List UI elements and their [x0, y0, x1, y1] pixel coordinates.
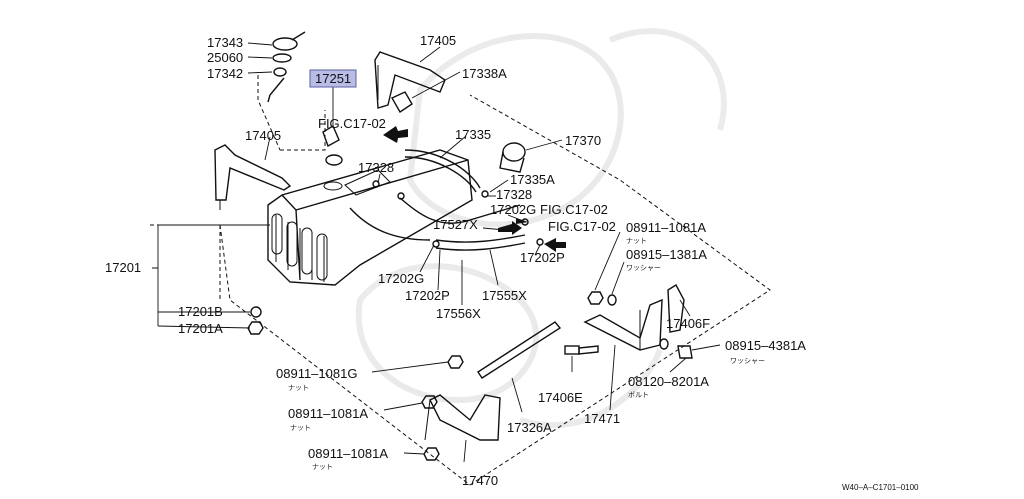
label-08911-1081A-3: 08911–1081A	[308, 446, 388, 461]
label-17338A: 17338A	[462, 66, 507, 81]
label-17527X: 17527X	[433, 217, 478, 232]
fuel-hoses	[349, 149, 526, 251]
label-08911-1081G: 08911–1081G	[276, 366, 357, 381]
label-08911-1081A-2: 08911–1081A	[288, 406, 368, 421]
label-fig-c17-02-c: FIG.C17-02	[548, 219, 616, 234]
label-washer-right: ワッシャー	[626, 264, 661, 272]
tank-strap-17470	[424, 394, 501, 441]
label-17202G-right: 17202G	[490, 202, 536, 217]
part-labels: 17343 25060 17342 17251 FIG.C17-02 17405…	[105, 33, 919, 492]
label-17405-top: 17405	[420, 33, 456, 48]
label-08915-4381A: 08915–4381A	[725, 338, 806, 353]
label-17555X: 17555X	[482, 288, 527, 303]
leader-lines	[152, 42, 721, 463]
tank-strap-17405-top	[374, 51, 446, 109]
label-washer-right-2: ワッシャー	[730, 357, 765, 365]
label-17370: 17370	[565, 133, 601, 148]
label-nut-1: ナット	[288, 384, 309, 392]
label-08120-8201A: 08120–8201A	[628, 374, 709, 389]
label-17328-a: 17328	[358, 160, 394, 175]
label-17471: 17471	[584, 411, 620, 426]
label-17328-b: 17328	[496, 187, 532, 202]
label-17201A: 17201A	[178, 321, 223, 336]
label-17406E: 17406E	[538, 390, 583, 405]
label-17202P-left: 17202P	[405, 288, 450, 303]
label-fig-c17-02-b: FIG.C17-02	[540, 202, 608, 217]
label-25060: 25060	[207, 50, 243, 65]
label-17406F: 17406F	[666, 316, 710, 331]
tank-strap-17405-left	[214, 144, 292, 210]
label-17470: 17470	[462, 473, 498, 488]
label-fig-c17-02-a: FIG.C17-02	[318, 116, 386, 131]
pad-17326A	[477, 321, 562, 379]
label-08915-1381A: 08915–1381A	[626, 247, 707, 262]
highlighted-part-box	[309, 69, 357, 88]
label-17326A: 17326A	[507, 420, 552, 435]
label-17335: 17335	[455, 127, 491, 142]
label-17556X: 17556X	[436, 306, 481, 321]
label-nut-right: ナット	[626, 237, 647, 245]
label-17202G-left: 17202G	[378, 271, 424, 286]
label-nut-2: ナット	[290, 424, 311, 432]
label-17202P-right: 17202P	[520, 250, 565, 265]
label-17343: 17343	[207, 35, 243, 50]
bracket-17406F	[667, 284, 685, 333]
label-17201: 17201	[105, 260, 141, 275]
label-17201B: 17201B	[178, 304, 223, 319]
clamp-17338A	[391, 91, 413, 113]
label-17335A: 17335A	[510, 172, 555, 187]
label-17342: 17342	[207, 66, 243, 81]
fuel-cap-parts	[267, 31, 343, 166]
label-nut-3: ナット	[312, 463, 333, 471]
label-08911-1081A-right: 08911–1081A	[626, 220, 706, 235]
label-17405-left: 17405	[245, 128, 281, 143]
fuel-tank-17201	[267, 149, 473, 286]
fuel-pump-17370	[499, 142, 526, 173]
bolt-17406E	[564, 345, 599, 355]
strap-17471	[583, 298, 663, 351]
label-bolt: ボルト	[628, 391, 649, 399]
watermark-logo	[355, 28, 727, 429]
reference-code: W40–A–C1701–0100	[842, 483, 919, 492]
label-17251: 17251	[315, 71, 351, 86]
